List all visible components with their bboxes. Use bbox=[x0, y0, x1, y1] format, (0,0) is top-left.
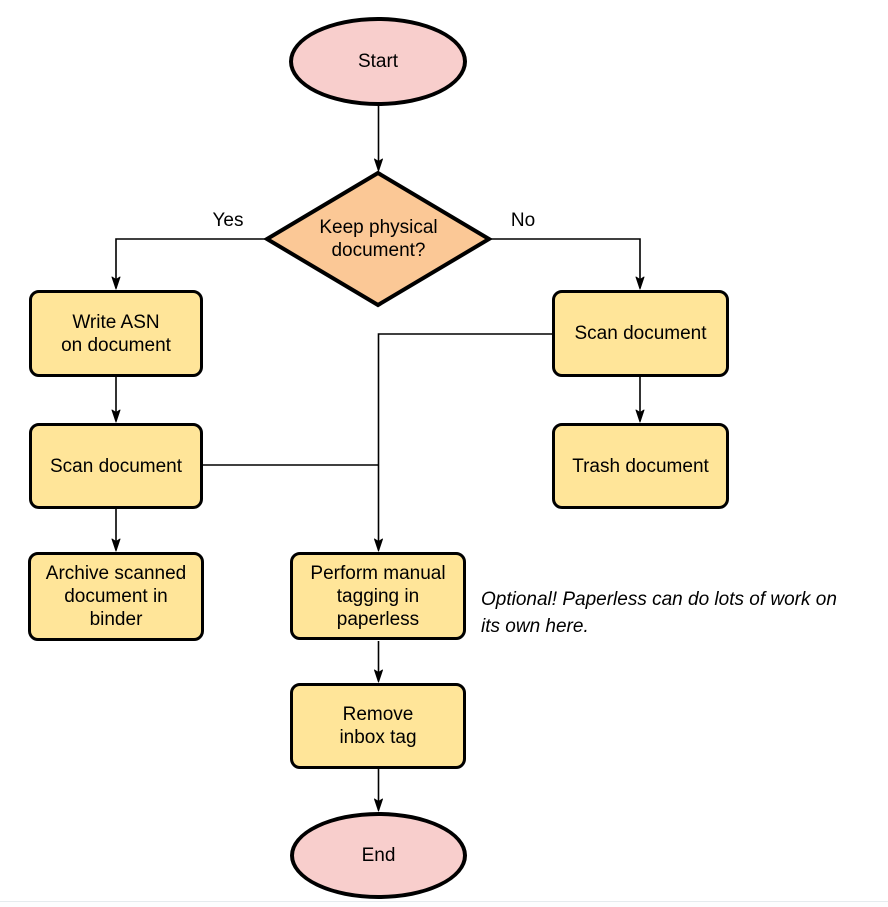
end-node-label: End bbox=[361, 845, 396, 866]
trash-document-label: Trash document bbox=[572, 455, 709, 477]
scan-document-right-label: Scan document bbox=[574, 323, 707, 344]
trash-document-node: Trash document bbox=[552, 423, 729, 509]
manual-tagging-node: Perform manual tagging in paperless bbox=[290, 552, 466, 640]
write-asn-node-label: Write ASN on document bbox=[61, 311, 171, 356]
archive-node-label: Archive scanned document in binder bbox=[45, 563, 187, 630]
edge-decision-yes-to-write-asn bbox=[111, 238, 267, 290]
edge-decision-no-to-scan-right bbox=[489, 238, 645, 290]
edge-label-yes: Yes bbox=[212, 210, 244, 231]
start-node-label: Start bbox=[357, 51, 399, 72]
end-node: End bbox=[290, 812, 467, 899]
scan-document-left-label: Scan document bbox=[49, 455, 183, 477]
edge-scan-right-to-tagging bbox=[374, 333, 552, 552]
decision-node-label: Keep physical document? bbox=[319, 217, 438, 261]
scan-document-right-node: Scan document bbox=[552, 290, 729, 377]
remove-inbox-tag-label: Remove inbox tag bbox=[339, 704, 417, 748]
canvas-bottom-edge bbox=[0, 901, 888, 902]
decision-shape bbox=[263, 170, 493, 308]
canvas-bottom-band bbox=[0, 902, 888, 907]
manual-tagging-label: Perform manual tagging in paperless bbox=[310, 562, 446, 630]
optional-note: Optional! Paperless can do lots of work … bbox=[481, 589, 837, 637]
edge-label-no: No bbox=[510, 210, 536, 231]
remove-inbox-tag-node: Remove inbox tag bbox=[290, 683, 466, 769]
start-node: Start bbox=[289, 17, 467, 106]
archive-node: Archive scanned document in binder bbox=[28, 552, 204, 641]
write-asn-node: Write ASN on document bbox=[29, 290, 203, 377]
scan-document-left-node: Scan document bbox=[29, 423, 203, 509]
